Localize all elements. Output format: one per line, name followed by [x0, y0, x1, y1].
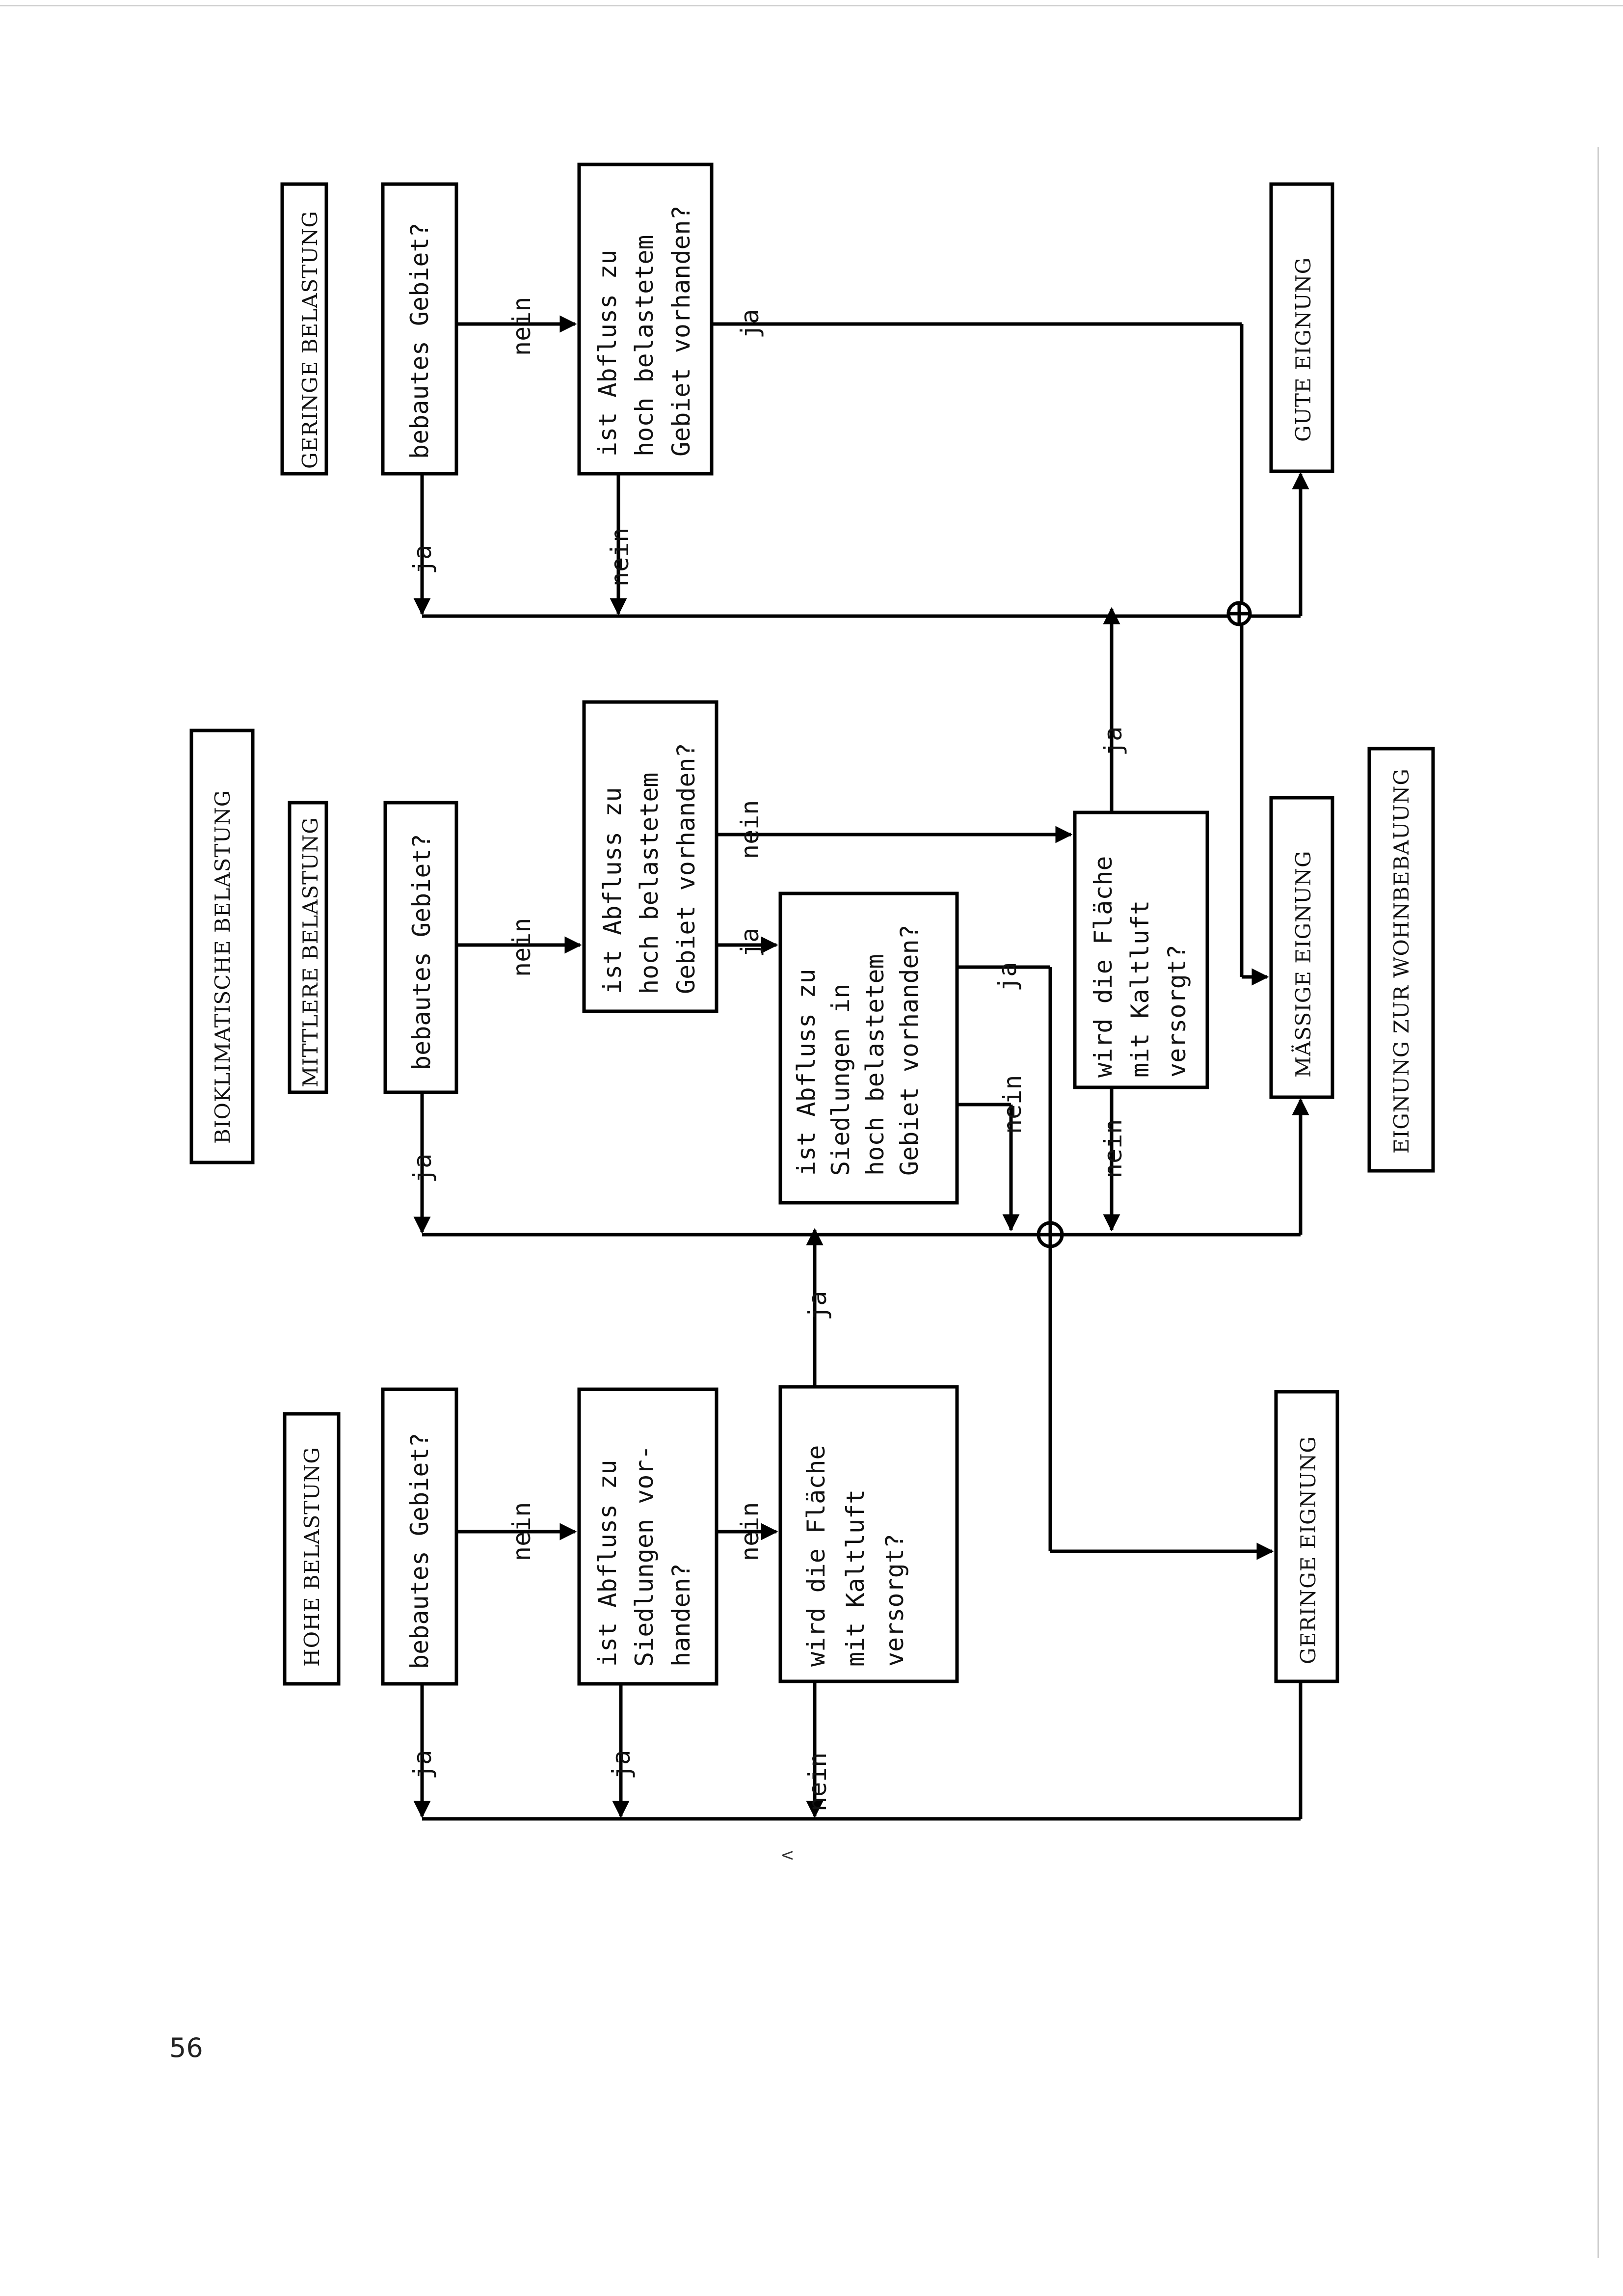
scan-edge-top — [0, 5, 1623, 6]
geringe-eignung-text: GERINGE EIGNUNG — [1296, 1436, 1320, 1664]
scan-edge-right — [1597, 147, 1599, 2258]
mittlere-coldair-line-1: wird die Fläche — [1089, 856, 1117, 1078]
hohe-built-nein-label: nein — [507, 1502, 536, 1561]
mittlere-settlement-line-4: Gebiet vorhanden? — [895, 924, 924, 1176]
gute-eignung-text: GUTE EIGNUNG — [1291, 257, 1315, 442]
mittlere-coldair-line-3: versorgt? — [1163, 945, 1191, 1078]
mittlere-settlement-nein-label: nein — [998, 1075, 1027, 1134]
hohe-header-text: HOHE BELASTUNG — [300, 1447, 324, 1667]
geringe-eignung-box — [1274, 1390, 1339, 1683]
mittlere-header-text: MITTLERE BELASTUNG — [298, 817, 322, 1087]
geringe-outflow-line-1: ist Abfluss zu — [593, 250, 622, 457]
hohe-header-box — [283, 1412, 341, 1686]
mittlere-outflow-ja-label: ja — [736, 928, 764, 957]
result-title-box — [1367, 747, 1435, 1173]
maessige-eignung-text: MÄSSIGE EIGNUNG — [1291, 850, 1315, 1078]
result-title-text: EIGNUNG ZUR WOHNBEBAUUNG — [1389, 768, 1413, 1154]
mittlere-outflow-nein-label: nein — [736, 800, 764, 859]
mittlere-outflow-line-2: hoch belastetem — [635, 772, 664, 994]
mittlere-built-nein-label: nein — [507, 918, 536, 977]
hohe-coldair-box — [778, 1385, 959, 1683]
stray-mark: < — [780, 1845, 795, 1865]
mittlere-settlement-box — [778, 891, 959, 1205]
hohe-outflow-box — [577, 1387, 718, 1686]
mittlere-header-box — [288, 801, 328, 1094]
maessige-eignung-box — [1269, 796, 1334, 1099]
mittlere-settlement-ja-label: ja — [993, 962, 1022, 992]
mittlere-built-box — [383, 801, 458, 1094]
geringe-built-text: bebautes Gebiet? — [405, 222, 434, 459]
mittlere-outflow-line-3: Gebiet vorhanden? — [672, 743, 700, 994]
hohe-built-ja-label: ja — [408, 1750, 437, 1780]
hohe-outflow-line-2: Siedlungen vor- — [630, 1445, 659, 1667]
geringe-header-text: GERINGE BELASTUNG — [298, 211, 322, 469]
geringe-outflow-line-3: Gebiet vorhanden? — [667, 205, 695, 457]
mittlere-coldair-nein-label: nein — [1099, 1119, 1127, 1178]
geringe-outflow-line-2: hoch belastetem — [630, 235, 659, 457]
mittlere-settlement-line-2: Siedlungen in — [826, 984, 855, 1176]
hohe-outflow-ja-label: ja — [607, 1750, 636, 1780]
hohe-outflow-line-3: handen? — [667, 1563, 695, 1667]
geringe-outflow-box — [577, 162, 714, 476]
hohe-coldair-ja-label: ja — [803, 1291, 832, 1321]
page-number: 56 — [169, 2032, 203, 2063]
geringe-built-nein-label: nein — [507, 297, 536, 356]
hohe-coldair-line-2: mit Kaltluft — [841, 1489, 870, 1667]
mittlere-settlement-line-1: ist Abfluss zu — [792, 969, 821, 1176]
mittlere-built-ja-label: ja — [408, 1154, 437, 1183]
mittlere-outflow-box — [582, 700, 718, 1013]
title-text: BIOKLIMATISCHE BELASTUNG — [211, 790, 235, 1144]
hohe-coldair-line-3: versorgt? — [880, 1534, 909, 1667]
mittlere-outflow-line-1: ist Abfluss zu — [598, 787, 627, 994]
hohe-built-text: bebautes Gebiet? — [405, 1432, 434, 1669]
geringe-outflow-nein-label: nein — [606, 528, 634, 587]
geringe-built-box — [381, 182, 458, 476]
title-box — [189, 729, 255, 1164]
mittlere-coldair-box — [1073, 810, 1209, 1089]
gute-eignung-box — [1269, 182, 1334, 473]
hohe-outflow-line-1: ist Abfluss zu — [593, 1460, 622, 1667]
geringe-built-ja-label: ja — [408, 545, 437, 574]
hohe-coldair-line-1: wird die Fläche — [802, 1445, 830, 1667]
hohe-coldair-nein-label: nein — [803, 1753, 832, 1811]
mittlere-coldair-ja-label: ja — [1099, 727, 1127, 756]
mittlere-settlement-line-3: hoch belastetem — [861, 954, 889, 1176]
geringe-outflow-ja-label: ja — [736, 309, 764, 339]
geringe-header-box — [280, 182, 328, 476]
hohe-outflow-nein-label: nein — [736, 1502, 764, 1561]
mittlere-coldair-line-2: mit Kaltluft — [1126, 900, 1154, 1078]
mittlere-built-text: bebautes Gebiet? — [407, 834, 436, 1070]
hohe-built-box — [381, 1387, 458, 1686]
